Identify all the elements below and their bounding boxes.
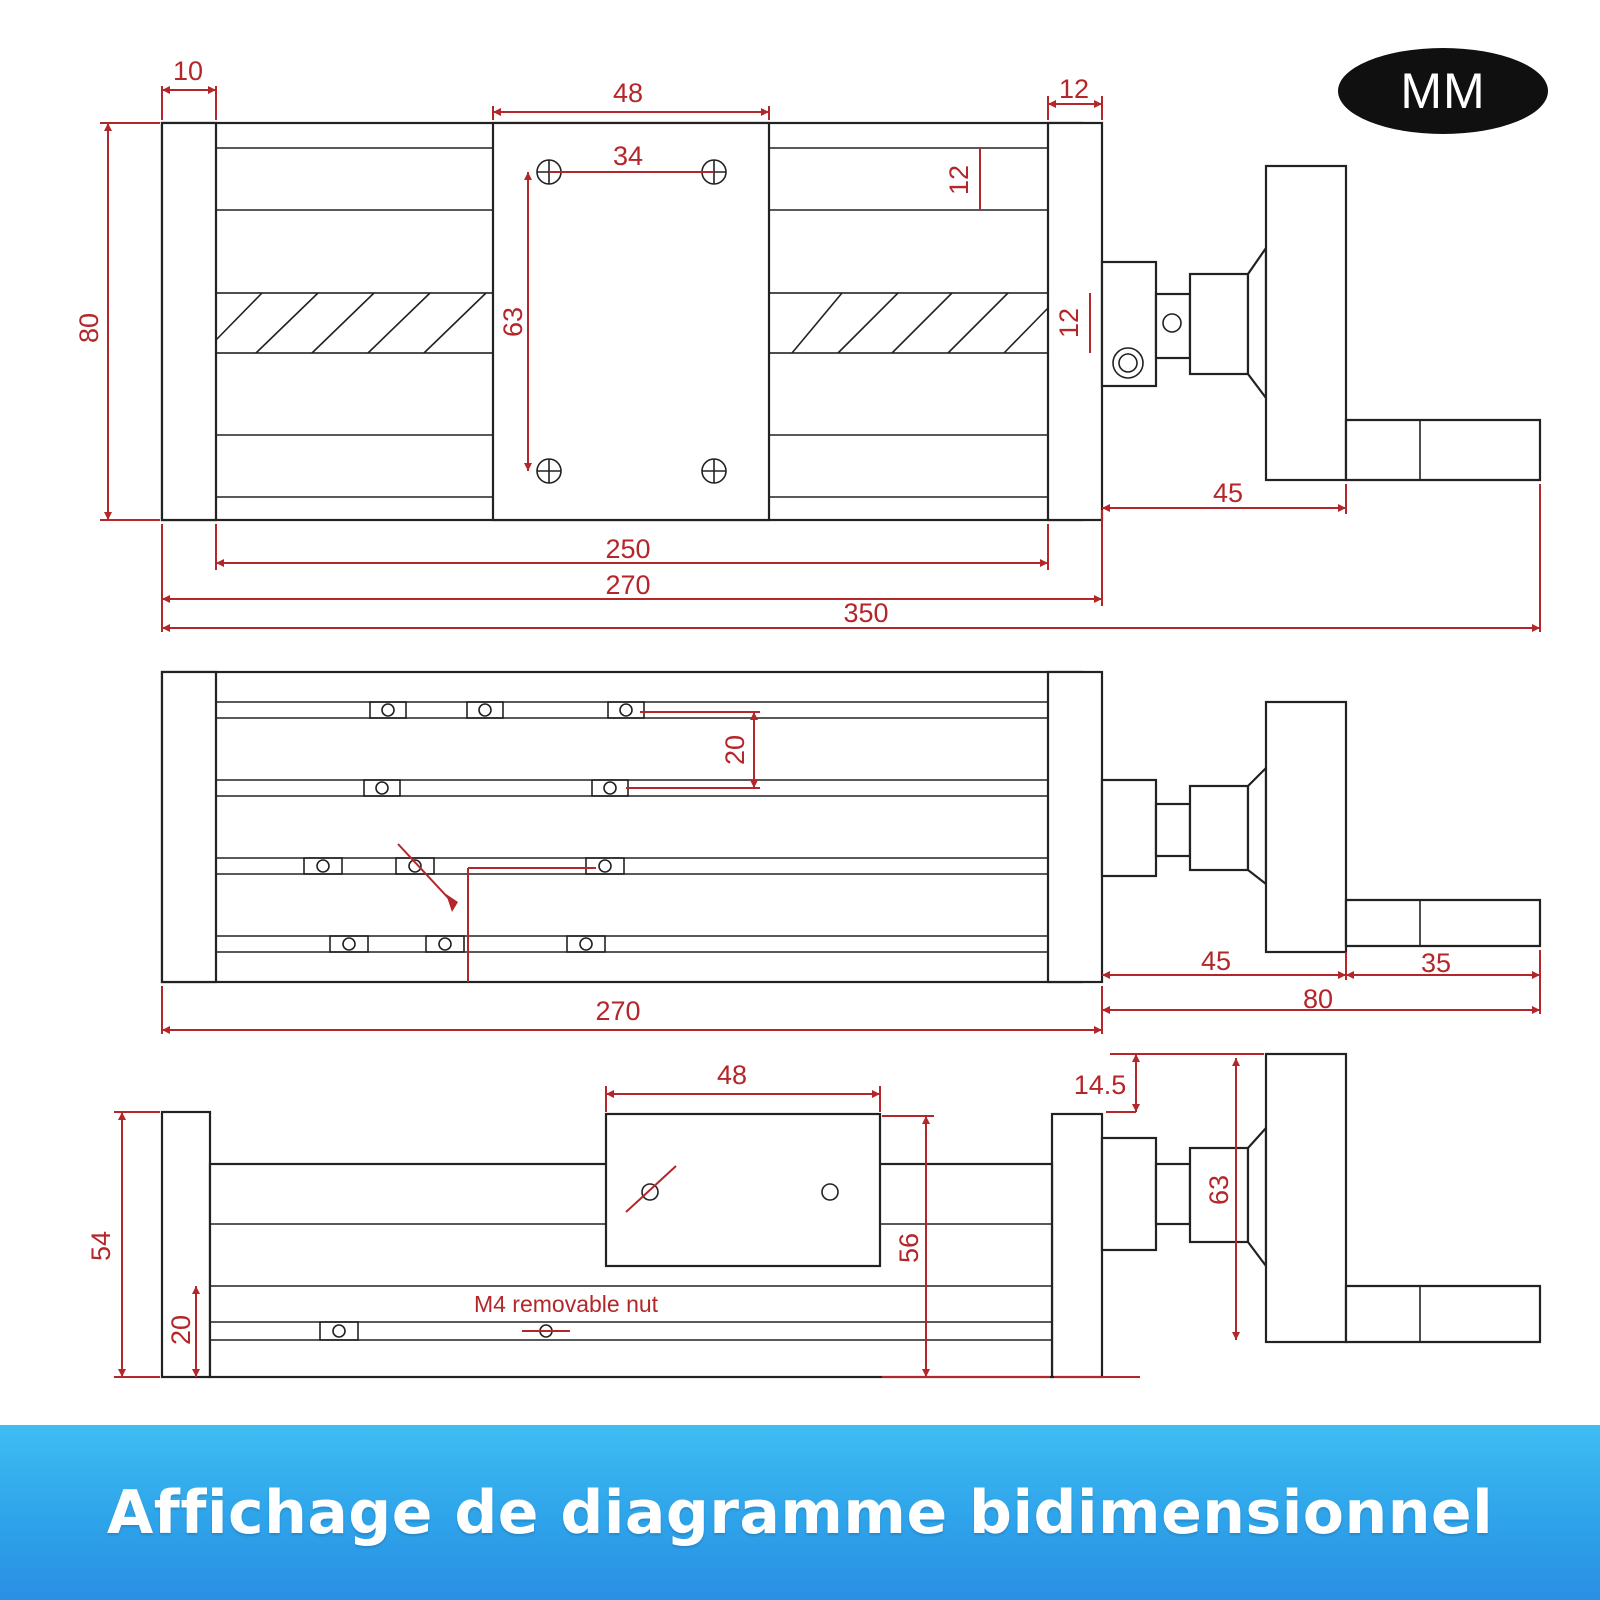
dim-body-length: 270 bbox=[605, 570, 650, 600]
dim-rail-length: 250 bbox=[605, 534, 650, 564]
dim-screw-height: 12 bbox=[1054, 308, 1084, 338]
technical-drawing: 10 48 12 34 63 12 12 80 250 270 35 bbox=[74, 56, 1542, 1379]
banner-title: Affichage de diagramme bidimensionnel bbox=[106, 1477, 1494, 1548]
top-view-handwheel bbox=[1100, 164, 1542, 482]
dim-side-handwheel-offset: 45 bbox=[1201, 946, 1231, 976]
front-view-handwheel bbox=[1100, 1052, 1542, 1344]
side-view: 20 270 45 35 80 bbox=[160, 670, 1542, 1034]
nut-note: M4 removable nut bbox=[474, 1291, 659, 1317]
front-view-carriage bbox=[604, 1112, 882, 1268]
dim-side-body-length: 270 bbox=[595, 996, 640, 1026]
dim-front-carriage-width: 48 bbox=[717, 1060, 747, 1090]
top-view-left-end-plate bbox=[160, 121, 218, 522]
front-view-dimensions: 48 14.5 63 54 56 20 M4 removable nut bbox=[86, 1053, 1264, 1378]
top-view-carriage bbox=[491, 121, 771, 522]
side-view-body bbox=[160, 670, 1084, 984]
unit-badge: MM bbox=[1338, 48, 1548, 134]
dim-handwheel-offset: 45 bbox=[1213, 478, 1243, 508]
dim-hole-spacing-y: 63 bbox=[498, 307, 528, 337]
dim-handle-length: 35 bbox=[1421, 948, 1451, 978]
t-slots bbox=[216, 701, 1048, 953]
dim-handwheel-diameter: 63 bbox=[1204, 1175, 1234, 1205]
dim-total-length: 350 bbox=[843, 598, 888, 628]
dim-flange-step: 14.5 bbox=[1074, 1070, 1127, 1100]
dim-carriage-height: 56 bbox=[894, 1233, 924, 1263]
dim-end-plate-width: 10 bbox=[173, 56, 203, 86]
dim-right-plate-width: 12 bbox=[1059, 74, 1089, 104]
dim-hole-spacing-x: 34 bbox=[613, 141, 643, 171]
dim-slot-offset: 20 bbox=[166, 1315, 196, 1345]
side-view-dimensions: 20 270 45 35 80 bbox=[161, 711, 1541, 1034]
front-view: 48 14.5 63 54 56 20 M4 removable nut bbox=[86, 1052, 1542, 1379]
caption-banner: Affichage de diagramme bidimensionnel bbox=[0, 1425, 1600, 1600]
top-view: 10 48 12 34 63 12 12 80 250 270 35 bbox=[74, 56, 1542, 632]
side-view-handwheel bbox=[1100, 700, 1542, 954]
top-view-right-end-plate bbox=[1046, 121, 1104, 522]
dim-drive-length: 80 bbox=[1303, 984, 1333, 1014]
dim-front-overall-height: 54 bbox=[86, 1231, 116, 1261]
dim-rail-height: 12 bbox=[944, 165, 974, 195]
dim-slot-pitch: 20 bbox=[720, 735, 750, 765]
top-view-dimensions: 10 48 12 34 63 12 12 80 250 270 35 bbox=[74, 56, 1541, 632]
dim-overall-height: 80 bbox=[74, 313, 104, 343]
dim-carriage-width: 48 bbox=[613, 78, 643, 108]
